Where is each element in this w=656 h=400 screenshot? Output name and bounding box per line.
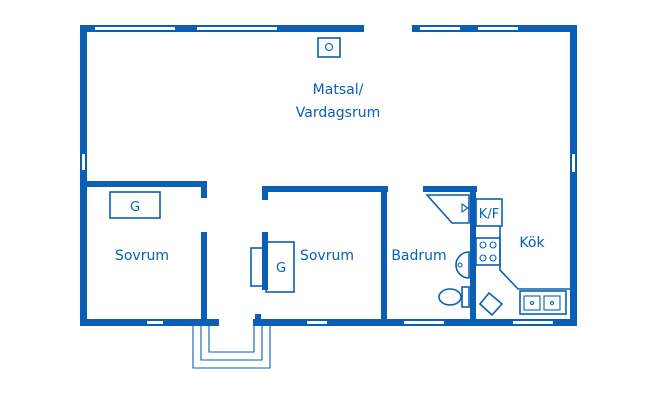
fridge-freezer: K/F [475, 198, 503, 227]
room-label-living-line2: Vardagsrum [296, 105, 381, 121]
wardrobe-middle-label: G [276, 261, 286, 276]
bedroom-middle-right-wall [381, 186, 387, 326]
window [82, 154, 85, 170]
kitchen-sink-icon [519, 290, 567, 315]
right-wall [570, 25, 577, 326]
room-label-kitchen: Kök [519, 235, 545, 251]
fridge-freezer-label: K/F [479, 207, 499, 222]
wardrobe-left: G [109, 191, 161, 219]
bedroom-middle-left-wall-stub [255, 314, 261, 326]
top-wall [80, 25, 577, 32]
bottom-wall [80, 319, 577, 326]
window [307, 321, 327, 324]
entrance-steps [192, 326, 271, 369]
bedroom-left-top-wall [80, 181, 206, 187]
fireplace-icon [317, 37, 341, 58]
window [478, 27, 518, 30]
window [197, 27, 277, 30]
toilet-icon [438, 286, 470, 308]
bedroom-middle-top-wall [262, 186, 388, 192]
window [420, 27, 460, 30]
window [147, 321, 163, 324]
window [513, 321, 553, 324]
window [95, 27, 175, 30]
stove-icon [475, 237, 501, 266]
window [572, 154, 575, 172]
bathroom-top-wall [423, 186, 477, 192]
shower-icon [425, 194, 470, 224]
wardrobe-middle: G [250, 241, 295, 293]
room-label-bedroom-middle: Sovrum [300, 248, 354, 264]
wardrobe-left-label: G [130, 200, 140, 215]
room-label-bathroom: Badrum [391, 248, 446, 264]
entrance-door-opening [219, 319, 253, 326]
kitchen-counter [499, 226, 570, 290]
room-label-bedroom-left: Sovrum [115, 248, 169, 264]
dishwasher-icon [478, 291, 504, 317]
exterior-walls [80, 25, 577, 326]
bedroom-left-right-wall-upper [201, 181, 207, 198]
left-wall [80, 25, 87, 326]
door-opening [364, 25, 412, 32]
room-label-living-line1: Matsal/ [313, 82, 364, 98]
bedroom-left-right-wall-lower [201, 232, 207, 326]
bathroom-right-wall [470, 186, 476, 326]
bedroom-middle-left-wall-upper [262, 186, 268, 200]
washbasin-icon [455, 251, 470, 279]
window [404, 321, 444, 324]
windows [82, 25, 575, 326]
